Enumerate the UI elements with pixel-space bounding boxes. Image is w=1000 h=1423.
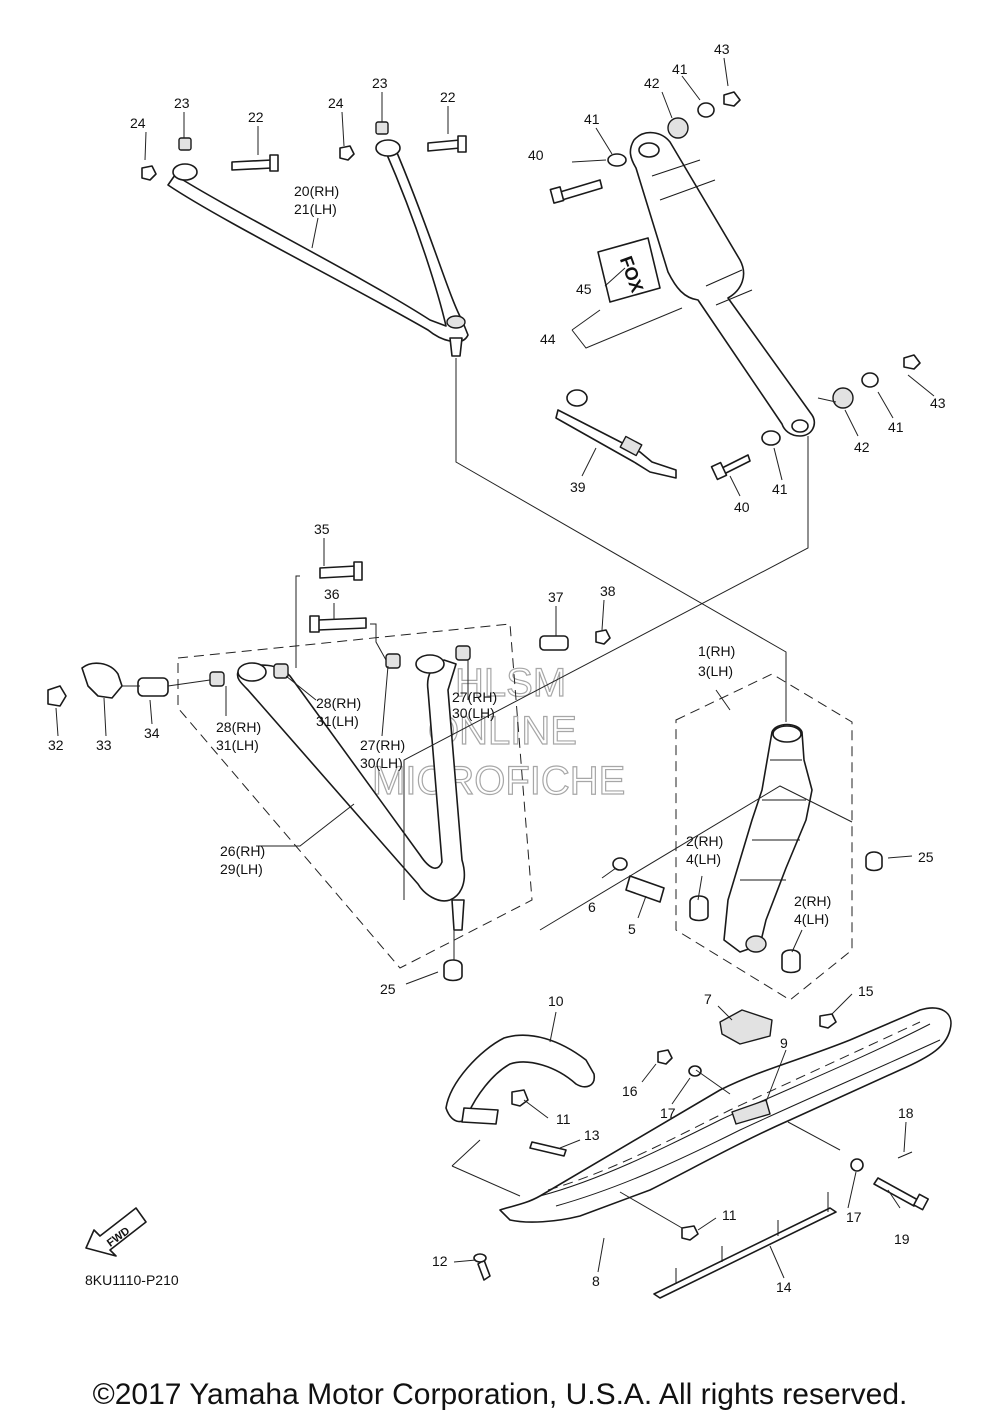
callout-19: 19: [894, 1231, 910, 1247]
callout-labels: 24 23 22 24 23 22 20(RH) 21(LH) 40 41 42…: [48, 41, 946, 1295]
callout-3-lh: 3(LH): [698, 663, 733, 679]
callout-23: 23: [174, 95, 190, 111]
callout-2-rh-right: 2(RH): [794, 893, 831, 909]
callout-11: 11: [722, 1207, 737, 1223]
callout-25: 25: [380, 981, 396, 997]
callout-23: 23: [372, 75, 388, 91]
ski-spindle: [612, 723, 883, 974]
diagram-code: 8KU1110-P210: [85, 1272, 179, 1288]
callout-38: 38: [600, 583, 616, 599]
callout-6: 6: [588, 899, 596, 915]
callout-8: 8: [592, 1273, 600, 1289]
callout-34: 34: [144, 725, 160, 741]
callout-9: 9: [780, 1035, 788, 1051]
callout-4-lh-right: 4(LH): [794, 911, 829, 927]
callout-5: 5: [628, 921, 636, 937]
callout-40: 40: [734, 499, 750, 515]
lower-a-arm: [47, 561, 611, 982]
upper-a-arm: [141, 121, 469, 357]
watermark-line-1: HLSM: [455, 661, 566, 705]
callout-29-lh: 29(LH): [220, 861, 263, 877]
callout-25: 25: [918, 849, 934, 865]
callout-14: 14: [776, 1279, 792, 1295]
callout-17: 17: [846, 1209, 862, 1225]
callout-22: 22: [440, 89, 456, 105]
callout-27-rh-lower: 27(RH): [360, 737, 405, 753]
callout-45: 45: [576, 281, 592, 297]
callout-37: 37: [548, 589, 564, 605]
callout-26-rh: 26(RH): [220, 843, 265, 859]
copyright-notice: ©2017 Yamaha Motor Corporation, U.S.A. A…: [92, 1378, 908, 1411]
callout-20-rh: 20(RH): [294, 183, 339, 199]
fwd-arrow-icon: FWD: [85, 1207, 147, 1257]
callout-41: 41: [584, 111, 600, 127]
callout-28-rh-right: 28(RH): [316, 695, 361, 711]
callout-36: 36: [324, 586, 340, 602]
callout-18: 18: [898, 1105, 914, 1121]
callout-33: 33: [96, 737, 112, 753]
leader-lines: [55, 57, 935, 1279]
callout-30-lh-upper: 30(LH): [452, 705, 495, 721]
watermark-line-3: MICROFICHE: [372, 759, 625, 803]
callout-40: 40: [528, 147, 544, 163]
callout-11: 11: [556, 1111, 571, 1127]
callout-7: 7: [704, 991, 712, 1007]
callout-41: 41: [888, 419, 904, 435]
callout-39: 39: [570, 479, 586, 495]
callout-1-rh: 1(RH): [698, 643, 735, 659]
callout-24: 24: [328, 95, 344, 111]
shock-absorber: FOX: [549, 91, 921, 481]
callout-13: 13: [584, 1127, 600, 1143]
callout-10: 10: [548, 993, 564, 1009]
callout-28-rh-left: 28(RH): [216, 719, 261, 735]
callout-21-lh: 21(LH): [294, 201, 337, 217]
callout-43: 43: [930, 395, 946, 411]
callout-30-lh-lower: 30(LH): [360, 755, 403, 771]
callout-15: 15: [858, 983, 874, 999]
callout-43: 43: [714, 41, 730, 57]
callout-31-lh-right: 31(LH): [316, 713, 359, 729]
callout-12: 12: [432, 1253, 448, 1269]
callout-22: 22: [248, 109, 264, 125]
callout-41: 41: [772, 481, 788, 497]
callout-27-rh-upper: 27(RH): [452, 689, 497, 705]
callout-4-lh-left: 4(LH): [686, 851, 721, 867]
callout-17: 17: [660, 1105, 676, 1121]
callout-31-lh-left: 31(LH): [216, 737, 259, 753]
callout-44: 44: [540, 331, 556, 347]
callout-35: 35: [314, 521, 330, 537]
watermark: HLSM ONLINE MICROFICHE: [371, 660, 626, 803]
callout-42: 42: [854, 439, 870, 455]
callout-41: 41: [672, 61, 688, 77]
callout-16: 16: [622, 1083, 638, 1099]
callout-32: 32: [48, 737, 64, 753]
callout-42: 42: [644, 75, 660, 91]
callout-24: 24: [130, 115, 146, 131]
ski: [445, 1007, 952, 1299]
callout-2-rh-left: 2(RH): [686, 833, 723, 849]
preload-adjuster-39: [555, 389, 677, 479]
